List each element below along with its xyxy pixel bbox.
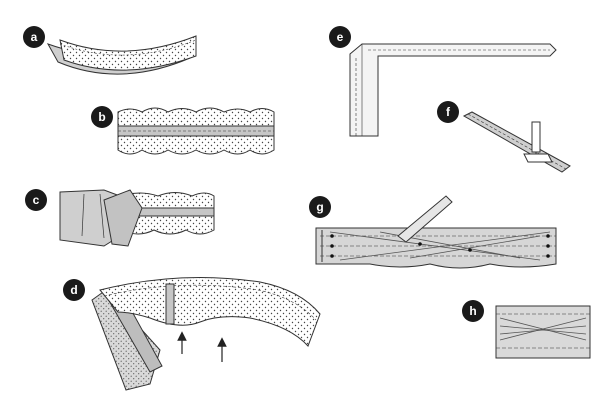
step-badge-g: g <box>309 196 331 218</box>
step-d-illustration <box>91 277 321 391</box>
step-badge-f: f <box>437 101 459 123</box>
step-label-h: h <box>469 304 476 318</box>
step-label-g: g <box>316 200 323 214</box>
step-label-d: d <box>70 283 77 297</box>
step-badge-d: d <box>63 279 85 301</box>
step-label-f: f <box>446 105 451 119</box>
step-b-illustration <box>117 107 275 155</box>
sewing-machine-needle-icon <box>523 121 553 163</box>
step-e-illustration <box>349 43 557 137</box>
step-h-illustration <box>495 305 591 359</box>
step-badge-c: c <box>25 189 47 211</box>
step-badge-e: e <box>329 26 351 48</box>
step-c-illustration <box>59 189 215 247</box>
step-badge-b: b <box>91 106 113 128</box>
step-g-illustration <box>315 195 557 269</box>
step-label-c: c <box>33 193 40 207</box>
step-label-e: e <box>337 30 344 44</box>
step-badge-h: h <box>462 300 484 322</box>
step-label-a: a <box>31 30 38 44</box>
step-badge-a: a <box>23 26 45 48</box>
step-f-illustration <box>462 111 571 173</box>
step-a-illustration <box>46 35 197 75</box>
step-label-b: b <box>98 110 105 124</box>
